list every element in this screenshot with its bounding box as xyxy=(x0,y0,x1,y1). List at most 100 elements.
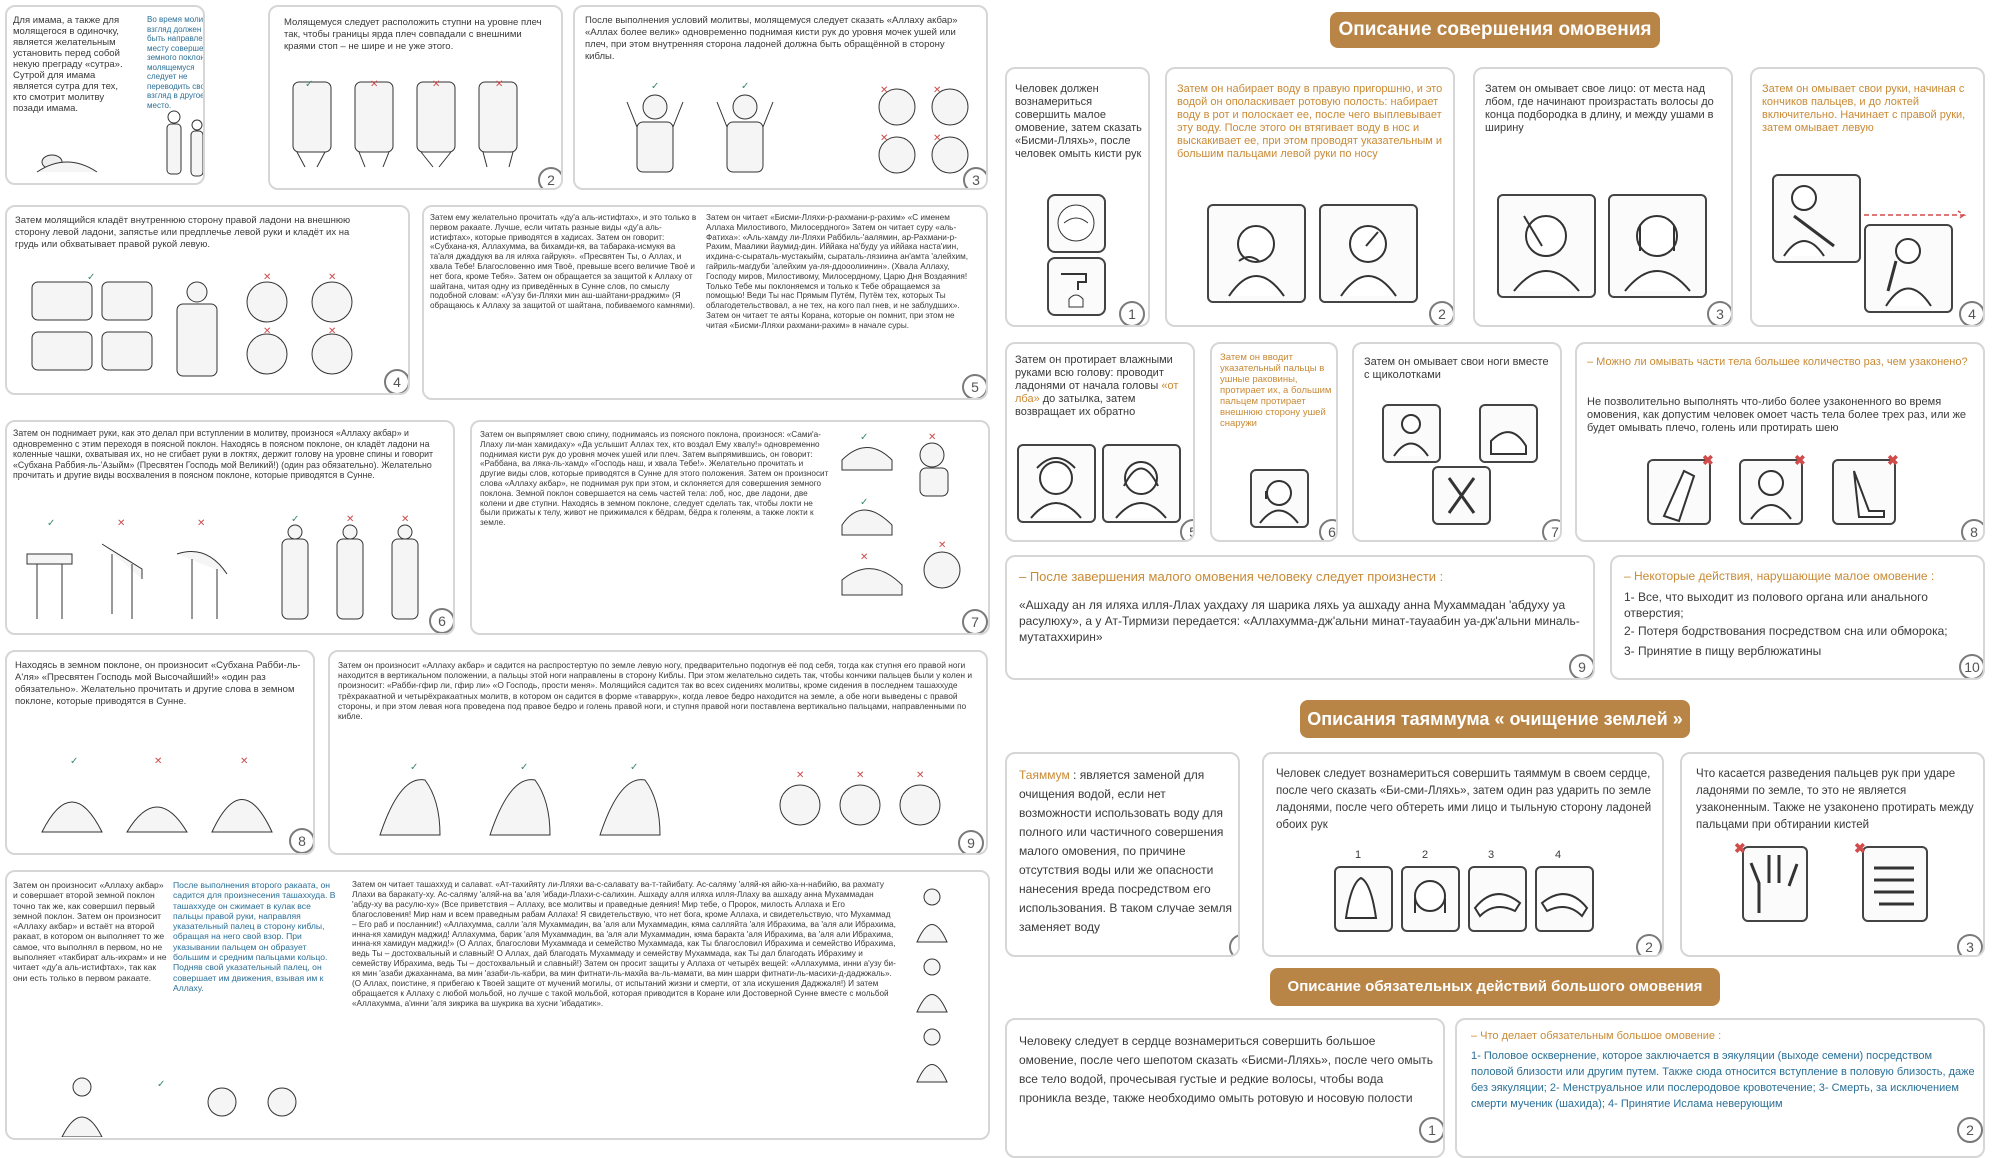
excess-washing-illustration-3 xyxy=(1832,459,1896,525)
panel-prayer-step-1: Для имама, а также для молящегося в один… xyxy=(5,5,205,185)
step-label-1: 1 xyxy=(1355,849,1362,861)
panel-ghusl-step-2: – Что делает обязательным большое омовен… xyxy=(1455,1018,1985,1158)
svg-text:✕: ✕ xyxy=(263,326,271,337)
step-number-badge: 10 xyxy=(1959,654,1983,678)
step-text: Затем он омывает свое лицо: от места над… xyxy=(1485,83,1714,134)
step-text-post: до затылка, затем возвращает их обратно xyxy=(1015,393,1136,418)
step-question: – Некоторые действия, нарушающие малое о… xyxy=(1624,569,1935,583)
svg-text:✓: ✓ xyxy=(157,1079,165,1090)
step-number-badge: 8 xyxy=(1961,519,1983,540)
incorrect-mark-icon: ✖ xyxy=(1854,840,1866,856)
step-text: После выполнения условий молитвы, моляще… xyxy=(585,15,958,62)
incorrect-hands-illustration: ✕✕✕✕ xyxy=(875,85,975,180)
step-label-3: 3 xyxy=(1488,849,1495,861)
raising-hands-illustration: ✓✓ xyxy=(615,77,805,182)
step-text-col2: После выполнения второго ракаата, он сад… xyxy=(173,880,336,993)
step-number-badge: 1 xyxy=(1119,301,1145,325)
svg-text:✕: ✕ xyxy=(933,85,941,96)
wiping-head-back-illustration xyxy=(1102,444,1181,523)
panel-prayer-step-2: Молящемуся следует расположить ступни на… xyxy=(268,5,563,190)
svg-text:✓: ✓ xyxy=(651,81,659,92)
svg-text:✕: ✕ xyxy=(432,79,440,90)
washing-hands-illustration xyxy=(1047,194,1106,253)
nullifier-item: 1- Все, что выходит из полового органа и… xyxy=(1624,590,1928,620)
step-number-badge: 7 xyxy=(1542,519,1560,540)
washing-arm-right-illustration xyxy=(1772,174,1861,263)
step-text: Затем он протирает влажными руками всю г… xyxy=(1015,354,1190,419)
panel-prayer-step-8: Находясь в земном поклоне, он произносит… xyxy=(5,650,315,855)
svg-text:✓: ✓ xyxy=(47,518,55,529)
svg-text:✕: ✕ xyxy=(495,79,503,90)
step-text: 1- Половое осквернение, которое заключае… xyxy=(1471,1050,1975,1110)
step-number-badge: 4 xyxy=(1959,301,1983,325)
sujud-position-illustration: ✓✕✕ xyxy=(32,752,282,842)
svg-text:✕: ✕ xyxy=(860,552,868,563)
direction-arrow-icon xyxy=(1862,209,1972,221)
svg-text:✓: ✓ xyxy=(291,514,299,525)
step-text-highlight: «от лба» xyxy=(1015,380,1179,405)
step-text: Что касается разведения пальцев рук при … xyxy=(1696,768,1974,831)
step-number-badge: 6 xyxy=(1319,519,1336,540)
step-label-2: 2 xyxy=(1422,849,1429,861)
step-text: Затем он произносит «Аллаху акбар» и сад… xyxy=(338,660,973,722)
step-number-badge: 6 xyxy=(429,608,453,633)
step-number-badge: 4 xyxy=(384,369,408,393)
step-number-badge: 7 xyxy=(962,609,988,633)
striking-earth-illustration xyxy=(1334,866,1393,932)
step-text-col2: Затем он читает «Бисми-Лляхи-р-рахмани-р… xyxy=(706,213,969,330)
wiping-right-hand-illustration xyxy=(1468,866,1527,932)
rinsing-nose-illustration xyxy=(1319,204,1418,303)
panel-wudu-step-5: Затем он протирает влажными руками всю г… xyxy=(1005,342,1195,542)
svg-text:✓: ✓ xyxy=(305,79,313,90)
svg-text:✓: ✓ xyxy=(630,762,638,773)
svg-text:✕: ✕ xyxy=(263,272,271,283)
step-text-col3: Затем он читает ташаххуд и салават. «Ат-… xyxy=(352,880,896,1008)
svg-text:✕: ✕ xyxy=(328,272,336,283)
term-highlight: Таяммум xyxy=(1019,768,1070,782)
step-number-badge: 2 xyxy=(1957,1117,1983,1143)
svg-text:✕: ✕ xyxy=(328,326,336,337)
step-text: Человеку следует в сердце вознамериться … xyxy=(1019,1034,1433,1105)
incorrect-mark-icon: ✖ xyxy=(1734,840,1746,856)
svg-text:✕: ✕ xyxy=(117,518,125,529)
panel-prayer-step-6: Затем он поднимает руки, как это делал п… xyxy=(5,420,455,635)
step-text-col1: Затем ему желательно прочитать «ду'а аль… xyxy=(430,213,697,311)
panel-prayer-step-7: Затем он выпрямляет свою спину, поднимая… xyxy=(470,420,990,635)
panel-tayammum-step-2: Человек следует вознамериться совершить … xyxy=(1262,752,1664,957)
panel-tayammum-step-3: Что касается разведения пальцев рук при … xyxy=(1680,752,1985,957)
step-number-badge: 2 xyxy=(1429,301,1453,325)
step-text: Затем он выпрямляет свою спину, поднимая… xyxy=(480,430,829,528)
svg-text:✓: ✓ xyxy=(860,432,868,443)
step-text: Затем он поднимает руки, как это делал п… xyxy=(13,428,434,480)
hand-placement-illustration: ✕✕✕✕ ✓ xyxy=(27,272,377,382)
svg-text:✓: ✓ xyxy=(410,762,418,773)
nullifier-item: 2- Потеря бодрствования посредством сна … xyxy=(1624,624,1948,638)
rubbing-between-fingers-illustration xyxy=(1862,846,1928,922)
step-number-badge: 1 xyxy=(1419,1117,1443,1143)
step-aside: Во время молитвы взгляд должен быть напр… xyxy=(147,15,205,110)
incorrect-mark-icon: ✖ xyxy=(1794,452,1806,468)
svg-text:✓: ✓ xyxy=(860,497,868,508)
step-text: Не позволительно выполнять что-либо боле… xyxy=(1587,396,1967,434)
washing-face-side-illustration xyxy=(1497,194,1596,298)
step-question: – Можно ли омывать части тела большее ко… xyxy=(1587,356,1968,368)
step-number-badge: 3 xyxy=(963,167,986,188)
panel-wudu-step-1: Человек должен вознамериться совершить м… xyxy=(1005,67,1150,327)
step-question: – Что делает обязательным большое омовен… xyxy=(1471,1030,1722,1042)
svg-text:✕: ✕ xyxy=(916,770,924,781)
svg-text:✓: ✓ xyxy=(70,756,78,767)
panel-prayer-step-10: Затем он произносит «Аллаху акбар» и сов… xyxy=(5,870,990,1140)
faucet-illustration xyxy=(1047,257,1106,316)
svg-text:✕: ✕ xyxy=(856,770,864,781)
step-text-pre: Затем он протирает влажными руками всю г… xyxy=(1015,354,1173,392)
step-number-badge: 3 xyxy=(1707,301,1731,325)
step-number-badge: 8 xyxy=(289,828,313,853)
section-header-tayammum: Описания таяммума « очищение землей » xyxy=(1300,700,1690,738)
washing-feet-illustration-3 xyxy=(1432,466,1491,525)
wiping-left-hand-illustration xyxy=(1535,866,1594,932)
svg-text:✓: ✓ xyxy=(741,81,749,92)
step-text: Для имама, а также для молящегося в один… xyxy=(13,15,123,114)
panel-wudu-step-9: – После завершения малого омовения челов… xyxy=(1005,555,1595,680)
step-number-badge: 9 xyxy=(958,830,984,853)
washing-face-front-illustration xyxy=(1608,194,1707,298)
